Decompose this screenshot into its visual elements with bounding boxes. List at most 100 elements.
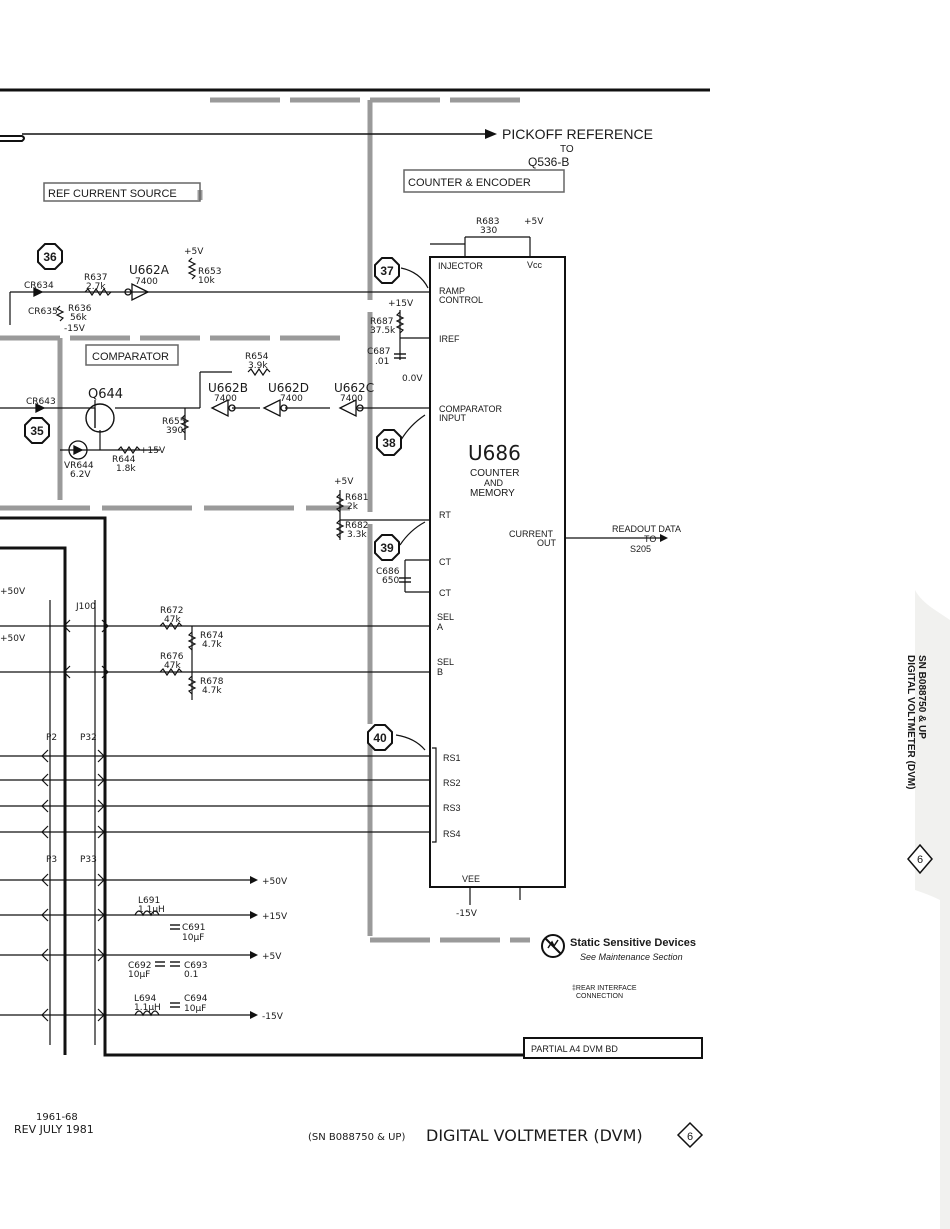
svg-text:2.7k: 2.7k — [86, 282, 106, 292]
svg-text:7400: 7400 — [280, 394, 303, 404]
svg-text:35: 35 — [30, 424, 44, 438]
svg-text:7400: 7400 — [214, 394, 237, 404]
svg-text:Q644: Q644 — [88, 387, 123, 402]
svg-text:10µF: 10µF — [184, 1004, 206, 1014]
svg-text:R674: R674 — [200, 631, 224, 641]
pickoff-reference-label: PICKOFF REFERENCE — [502, 126, 653, 142]
svg-text:330: 330 — [480, 226, 497, 236]
counter-encoder-label: COUNTER & ENCODER — [408, 177, 531, 189]
page-edge-tab — [915, 0, 950, 1229]
svg-text:U662D: U662D — [268, 381, 309, 395]
svg-text:40: 40 — [373, 731, 387, 745]
svg-text:1.8k: 1.8k — [116, 464, 136, 474]
svg-text:+50V: +50V — [262, 877, 288, 887]
svg-text:IREF: IREF — [439, 334, 460, 344]
ref-current-box — [43, 182, 201, 202]
svg-text:R653: R653 — [198, 267, 221, 277]
svg-text:VEE: VEE — [462, 874, 480, 884]
svg-text:38: 38 — [382, 436, 396, 450]
svg-text:CONTROL: CONTROL — [439, 295, 483, 305]
svg-text:R654: R654 — [245, 352, 269, 362]
static-sub: See Maintenance Section — [580, 952, 683, 962]
svg-text:CR634: CR634 — [24, 281, 54, 291]
q644-symbol — [85, 403, 115, 433]
svg-text:INJECTOR: INJECTOR — [438, 261, 483, 271]
svg-text:RS2: RS2 — [443, 778, 461, 788]
svg-text:R681: R681 — [345, 493, 368, 503]
svg-text:6.2V: 6.2V — [70, 470, 91, 480]
pickoff-target: Q536-B — [528, 155, 569, 169]
ic-desc-3: MEMORY — [470, 488, 515, 499]
svg-text:P32: P32 — [80, 733, 97, 743]
svg-text:56k: 56k — [70, 313, 87, 323]
svg-text:COMPARATOR: COMPARATOR — [439, 404, 503, 414]
arrowheads — [250, 534, 668, 1019]
ic-desc-2: AND — [484, 478, 504, 488]
side-tab: SN B088750 & UP DIGITAL VOLTMETER (DVM) — [905, 655, 927, 789]
wires — [0, 236, 660, 1045]
component-labels: U662A 7400 +5V R653 10k R637 2.7k CR634 … — [0, 217, 544, 1022]
svg-text:7400: 7400 — [135, 277, 158, 287]
svg-text:36: 36 — [43, 250, 57, 264]
svg-text:+5V: +5V — [262, 952, 282, 962]
svg-text:2k: 2k — [347, 502, 359, 512]
note-line-2: CONNECTION — [576, 993, 623, 1000]
svg-text:R672: R672 — [160, 606, 183, 616]
board-outline — [0, 516, 702, 1057]
static-title: Static Sensitive Devices — [570, 937, 696, 949]
svg-text:RT: RT — [439, 510, 451, 520]
side-tab-diamond: 6 — [907, 843, 933, 875]
svg-text:4.7k: 4.7k — [202, 686, 222, 696]
svg-text:4.7k: 4.7k — [202, 640, 222, 650]
svg-text:7400: 7400 — [340, 394, 363, 404]
svg-text:VR644: VR644 — [64, 461, 94, 471]
svg-text:+50V: +50V — [0, 587, 26, 597]
svg-text:R683: R683 — [476, 217, 499, 227]
svg-text:C691: C691 — [182, 923, 205, 933]
svg-text:650: 650 — [382, 576, 399, 586]
inductors — [134, 910, 160, 1017]
connector-chevrons — [41, 619, 109, 1022]
readout-line-1: READOUT DATA — [612, 524, 681, 534]
nand-gates — [124, 282, 364, 418]
svg-text:10µF: 10µF — [128, 970, 150, 980]
svg-text:CT: CT — [439, 588, 451, 598]
svg-text:1.1µH: 1.1µH — [138, 905, 165, 915]
svg-text:R676: R676 — [160, 652, 184, 662]
svg-text:L694: L694 — [134, 994, 156, 1004]
svg-text:10µF: 10µF — [182, 933, 204, 943]
svg-text:R678: R678 — [200, 677, 224, 687]
svg-text:+5V: +5V — [334, 477, 354, 487]
tp-37: 37 — [374, 257, 400, 284]
readout-line-3: S205 — [630, 544, 651, 554]
note-line-1: ‡REAR INTERFACE — [572, 985, 637, 992]
board-outline-inner — [0, 546, 67, 1055]
tp-35: 35 — [24, 417, 50, 444]
footer-code: 1961-68 — [36, 1112, 78, 1123]
svg-text:B: B — [437, 667, 443, 677]
counter-encoder-box — [403, 169, 565, 193]
svg-text:39: 39 — [380, 541, 394, 555]
footer-rev: REV JULY 1981 — [14, 1123, 94, 1136]
svg-text:+15V: +15V — [262, 912, 288, 922]
readout-line-2: TO — [644, 534, 656, 544]
svg-text:R682: R682 — [345, 521, 368, 531]
svg-text:+15V: +15V — [388, 299, 414, 309]
svg-text:CR643: CR643 — [26, 397, 56, 407]
svg-text:SEL: SEL — [437, 612, 454, 622]
svg-text:37.5k: 37.5k — [370, 326, 396, 336]
svg-text:P2: P2 — [46, 733, 57, 743]
rs-bracket — [432, 747, 437, 843]
svg-text:CURRENT: CURRENT — [509, 529, 554, 539]
svg-text:U662A: U662A — [129, 263, 170, 277]
svg-text:Vcc: Vcc — [527, 260, 543, 270]
svg-text:RS1: RS1 — [443, 753, 461, 763]
svg-text:-15V: -15V — [262, 1012, 284, 1022]
svg-text:+15V: +15V — [140, 446, 166, 456]
svg-text:U662C: U662C — [334, 381, 374, 395]
svg-text:R687: R687 — [370, 317, 393, 327]
ic-name: U686 — [468, 441, 521, 465]
svg-text:J100: J100 — [75, 602, 96, 612]
svg-text:3.9k: 3.9k — [248, 361, 268, 371]
svg-text:37: 37 — [380, 264, 394, 278]
